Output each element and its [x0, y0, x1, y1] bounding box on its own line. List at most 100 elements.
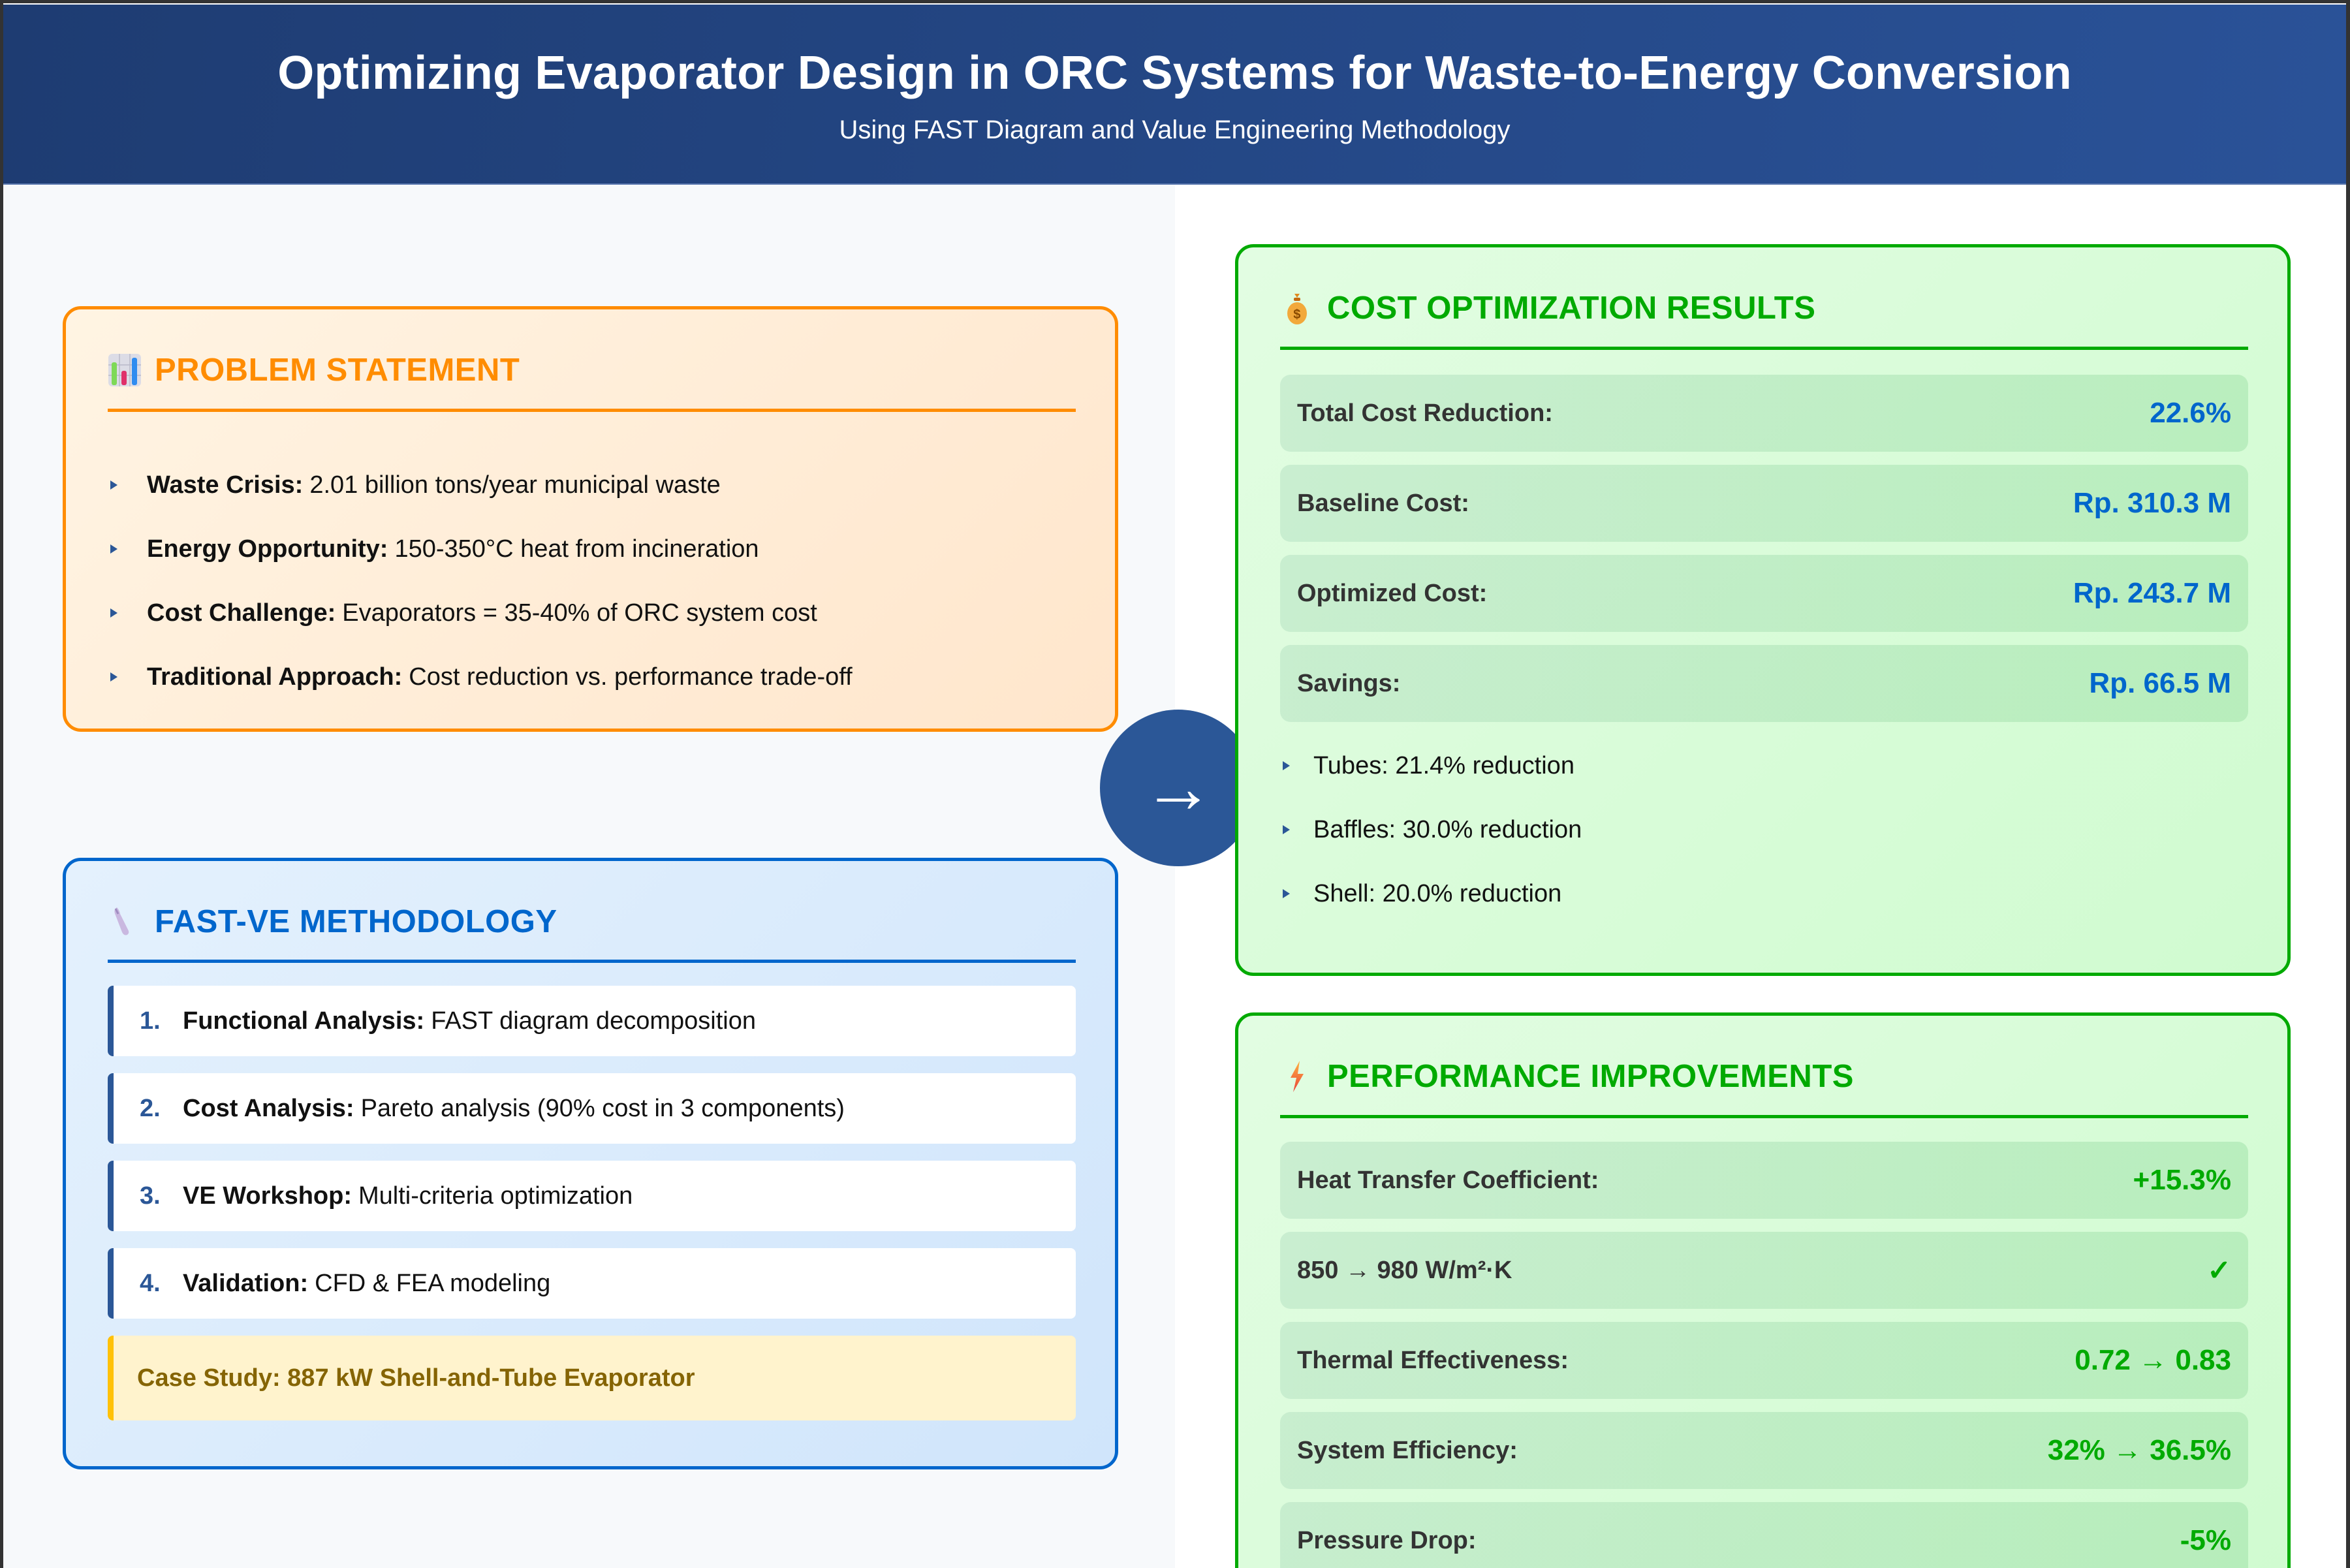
- list-item: Waste Crisis: 2.01 billion tons/year mun…: [108, 453, 1089, 517]
- list-item: Energy Opportunity: 150-350°C heat from …: [108, 517, 1089, 581]
- step-text: CFD & FEA modeling: [315, 1269, 551, 1297]
- wrench-icon: [108, 905, 142, 939]
- list-item: Shell: 20.0% reduction: [1280, 862, 2261, 926]
- step-text: Multi-criteria optimization: [358, 1182, 633, 1210]
- list-item: Baffles: 30.0% reduction: [1280, 798, 2261, 862]
- problem-statement-panel: PROBLEM STATEMENT Waste Crisis: 2.01 bil…: [63, 306, 1118, 732]
- bullet-arrow-icon: [1283, 825, 1290, 834]
- page-title: Optimizing Evaporator Design in ORC Syst…: [277, 47, 2072, 99]
- bullet-arrow-icon: [1283, 889, 1290, 898]
- metric-row: Total Cost Reduction: 22.6%: [1280, 375, 2248, 452]
- problem-list: Waste Crisis: 2.01 billion tons/year mun…: [108, 453, 1089, 709]
- item-text: Evaporators = 35-40% of ORC system cost: [342, 599, 817, 627]
- metric-row: Heat Transfer Coefficient: +15.3%: [1280, 1142, 2248, 1219]
- cost-results-divider: [1280, 347, 2248, 350]
- cost-metrics: Total Cost Reduction: 22.6% Baseline Cos…: [1280, 375, 2248, 735]
- item-text: 150-350°C heat from incineration: [394, 535, 759, 563]
- check-icon: ✓: [2207, 1254, 2231, 1287]
- metric-row: Pressure Drop: -5%: [1280, 1502, 2248, 1568]
- metric-label: Heat Transfer Coefficient:: [1297, 1166, 1599, 1194]
- methodology-step: 1. Functional Analysis: FAST diagram dec…: [108, 986, 1076, 1056]
- metric-value: Rp. 243.7 M: [2073, 577, 2231, 609]
- list-item: Tubes: 21.4% reduction: [1280, 734, 2261, 798]
- metric-value: 32% → 36.5%: [2047, 1434, 2231, 1466]
- lightning-icon: [1280, 1059, 1314, 1093]
- item-label: Energy Opportunity:: [147, 535, 388, 563]
- metric-value: Rp. 310.3 M: [2073, 487, 2231, 519]
- metric-value: 0.72 → 0.83: [2075, 1344, 2231, 1376]
- metric-value: 22.6%: [2150, 397, 2231, 429]
- item-label: Cost Challenge:: [147, 599, 336, 627]
- step-label: Validation:: [183, 1269, 309, 1297]
- methodology-heading: FAST-VE METHODOLOGY: [108, 903, 557, 940]
- poster-frame: Optimizing Evaporator Design in ORC Syst…: [3, 3, 2346, 1568]
- metric-label: System Efficiency:: [1297, 1436, 1518, 1464]
- metric-row: Savings: Rp. 66.5 M: [1280, 645, 2248, 722]
- step-label: Functional Analysis:: [183, 1007, 425, 1035]
- metric-label: 850 → 980 W/m²·K: [1297, 1256, 1512, 1284]
- methodology-step: 4. Validation: CFD & FEA modeling: [108, 1248, 1076, 1319]
- svg-text:$: $: [1293, 307, 1301, 322]
- list-item: Cost Challenge: Evaporators = 35-40% of …: [108, 581, 1089, 645]
- step-label: Cost Analysis:: [183, 1094, 354, 1122]
- item-label: Waste Crisis:: [147, 471, 304, 499]
- performance-metrics: Heat Transfer Coefficient: +15.3% 850 → …: [1280, 1142, 2248, 1568]
- methodology-step: 2. Cost Analysis: Pareto analysis (90% c…: [108, 1073, 1076, 1144]
- item-text: Shell: 20.0% reduction: [1313, 879, 1562, 907]
- page-subtitle: Using FAST Diagram and Value Engineering…: [839, 116, 1511, 144]
- step-text: Pareto analysis (90% cost in 3 component…: [360, 1094, 845, 1122]
- metric-row: 850 → 980 W/m²·K ✓: [1280, 1232, 2248, 1309]
- methodology-panel: FAST-VE METHODOLOGY 1. Functional Analys…: [63, 858, 1118, 1469]
- metric-label: Baseline Cost:: [1297, 489, 1469, 517]
- step-number: 3.: [140, 1182, 161, 1210]
- step-number: 2.: [140, 1094, 161, 1122]
- money-bag-icon: $: [1280, 291, 1314, 325]
- methodology-divider: [108, 960, 1076, 963]
- step-label: VE Workshop:: [183, 1182, 352, 1210]
- performance-title: PERFORMANCE IMPROVEMENTS: [1327, 1059, 1854, 1094]
- methodology-steps: 1. Functional Analysis: FAST diagram dec…: [108, 986, 1076, 1420]
- step-number: 1.: [140, 1007, 161, 1035]
- item-text: Cost reduction vs. performance trade-off: [409, 663, 853, 691]
- bullet-arrow-icon: [110, 480, 118, 490]
- metric-label: Pressure Drop:: [1297, 1526, 1477, 1554]
- bullet-arrow-icon: [110, 544, 118, 554]
- flow-arrow: →: [1100, 710, 1257, 866]
- bar-chart-icon: [108, 353, 142, 387]
- item-label: Traditional Approach:: [147, 663, 403, 691]
- bullet-arrow-icon: [1283, 761, 1290, 770]
- step-text: FAST diagram decomposition: [431, 1007, 756, 1035]
- problem-divider: [108, 409, 1076, 412]
- performance-heading: PERFORMANCE IMPROVEMENTS: [1280, 1058, 1854, 1095]
- bullet-arrow-icon: [110, 672, 118, 682]
- performance-divider: [1280, 1115, 2248, 1118]
- problem-statement-heading: PROBLEM STATEMENT: [108, 352, 520, 388]
- cost-results-heading: $ COST OPTIMIZATION RESULTS: [1280, 290, 1815, 326]
- list-item: Traditional Approach: Cost reduction vs.…: [108, 645, 1089, 709]
- metric-label: Thermal Effectiveness:: [1297, 1346, 1569, 1374]
- performance-panel: PERFORMANCE IMPROVEMENTS Heat Transfer C…: [1235, 1012, 2291, 1568]
- metric-row: System Efficiency: 32% → 36.5%: [1280, 1412, 2248, 1489]
- cost-results-title: COST OPTIMIZATION RESULTS: [1327, 290, 1816, 326]
- methodology-step: 3. VE Workshop: Multi-criteria optimizat…: [108, 1161, 1076, 1231]
- metric-value: +15.3%: [2133, 1164, 2231, 1196]
- metric-row: Baseline Cost: Rp. 310.3 M: [1280, 465, 2248, 542]
- right-arrow-icon: →: [1142, 747, 1214, 828]
- cost-results-panel: $ COST OPTIMIZATION RESULTS Total Cost R…: [1235, 244, 2291, 976]
- problem-statement-title: PROBLEM STATEMENT: [155, 353, 520, 388]
- methodology-title: FAST-VE METHODOLOGY: [155, 904, 557, 939]
- case-study-callout: Case Study: 887 kW Shell-and-Tube Evapor…: [108, 1336, 1076, 1420]
- cost-breakdown-list: Tubes: 21.4% reduction Baffles: 30.0% re…: [1280, 734, 2261, 926]
- bullet-arrow-icon: [110, 608, 118, 618]
- metric-row: Optimized Cost: Rp. 243.7 M: [1280, 555, 2248, 632]
- metric-row: Thermal Effectiveness: 0.72 → 0.83: [1280, 1322, 2248, 1399]
- metric-value: -5%: [2180, 1524, 2231, 1556]
- step-number: 4.: [140, 1269, 161, 1297]
- metric-label: Total Cost Reduction:: [1297, 399, 1553, 427]
- item-text: Tubes: 21.4% reduction: [1313, 751, 1574, 779]
- metric-label: Optimized Cost:: [1297, 579, 1488, 607]
- metric-value: Rp. 66.5 M: [2089, 667, 2231, 699]
- header: Optimizing Evaporator Design in ORC Syst…: [3, 5, 2346, 185]
- metric-label: Savings:: [1297, 669, 1401, 697]
- item-text: Baffles: 30.0% reduction: [1313, 815, 1582, 843]
